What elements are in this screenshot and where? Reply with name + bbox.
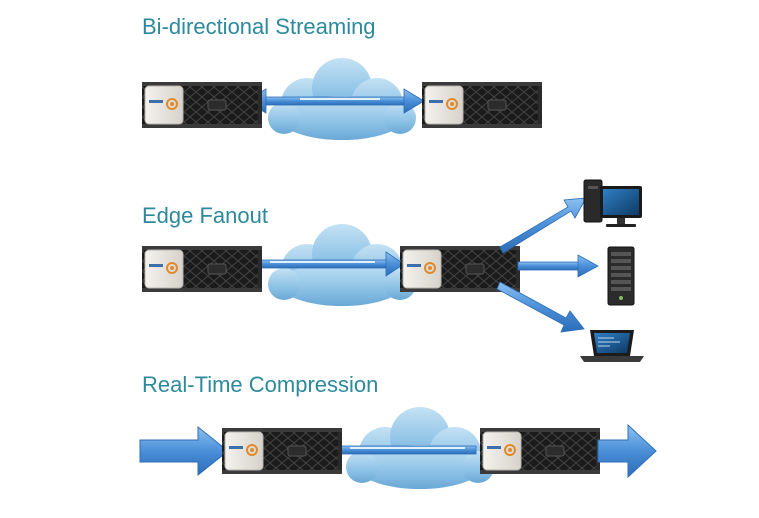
compression-output-arrow	[597, 423, 657, 479]
compression-pipe-arrow	[335, 445, 477, 455]
server-icon	[221, 427, 343, 475]
fanout-arrow-up	[499, 197, 587, 254]
section-title-bidirectional: Bi-directional Streaming	[142, 14, 376, 39]
desktop-computer-icon	[583, 179, 642, 227]
fanout-arrow-down	[496, 281, 585, 333]
server-icon	[141, 81, 263, 129]
server-icon	[421, 81, 543, 129]
edge-fanout-diagram	[141, 179, 644, 362]
server-icon	[141, 245, 263, 293]
section-title-edge-fanout: Edge Fanout	[142, 203, 268, 228]
section-title-compression: Real-Time Compression	[142, 372, 379, 397]
fanout-arrow-straight	[517, 254, 599, 278]
compression-input-arrow	[139, 425, 229, 477]
server-icon	[479, 427, 601, 475]
bidirectional-diagram	[141, 58, 543, 140]
laptop-icon	[580, 330, 644, 362]
compression-diagram	[139, 407, 657, 489]
tower-server-icon	[607, 246, 635, 306]
